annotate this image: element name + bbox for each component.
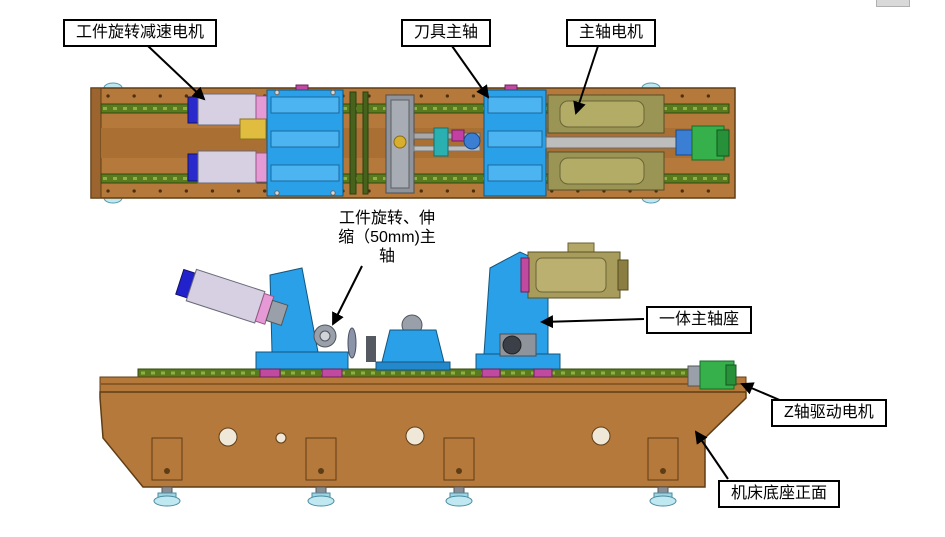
top-view-machine	[90, 82, 736, 204]
base-hole	[591, 426, 611, 446]
workpiece-spindle-assembly-drawing	[175, 267, 357, 378]
callout-line-1: 工件旋转、伸	[338, 210, 435, 227]
workpiece-rotation-reduction-motor-drawing	[187, 93, 269, 184]
base-hole	[275, 432, 287, 444]
screen-corner-fragment	[876, 0, 910, 7]
base-hole	[218, 427, 238, 447]
anchor-pockets	[151, 437, 679, 481]
callout-tool-spindle: 刀具主轴	[401, 19, 492, 47]
arrow-tool-spindle	[451, 45, 490, 99]
arrow-machine-base-front	[694, 430, 729, 480]
callout-arrows	[147, 45, 783, 480]
callout-workpiece-telescopic-spindle: 工件旋转、伸 缩（50mm)主 轴	[312, 209, 462, 266]
callout-spindle-motor: 主轴电机	[566, 19, 657, 47]
arrow-workpiece-rotation-reduction-motor	[147, 45, 206, 101]
arrow-integrated-spindle-seat	[540, 315, 645, 329]
arrow-spindle-motor	[573, 45, 599, 115]
arrow-z-axis-drive-motor	[740, 382, 783, 402]
callout-line-2: 缩（50mm)主	[338, 229, 436, 246]
callout-line-3: 轴	[378, 248, 395, 265]
shaft-coupling-drawing	[675, 129, 693, 156]
base-hole	[405, 426, 425, 446]
callout-integrated-spindle-seat: 一体主轴座	[646, 306, 753, 334]
tool-spindle-carriage-drawing	[483, 84, 547, 197]
callout-z-axis-drive-motor: Z轴驱动电机	[771, 399, 887, 427]
drive-shaft-drawing	[545, 136, 677, 149]
callout-workpiece-rotation-reduction-motor: 工件旋转减速电机	[63, 19, 218, 47]
integrated-spindle-seat-drawing	[475, 242, 629, 378]
center-fixture-drawing	[385, 94, 481, 194]
left-carriage-drawing	[266, 84, 344, 197]
center-tailstock-drawing	[366, 314, 451, 371]
z-axis-drive-motor-drawing	[687, 360, 737, 390]
arrow-workpiece-telescopic-spindle	[332, 265, 363, 326]
z-motor-top-drawing	[691, 125, 730, 161]
leveling-feet-side	[153, 486, 677, 507]
callout-machine-base-front: 机床底座正面	[718, 480, 841, 508]
side-view-machine	[99, 242, 747, 507]
spindle-motor-drawing	[547, 94, 665, 191]
